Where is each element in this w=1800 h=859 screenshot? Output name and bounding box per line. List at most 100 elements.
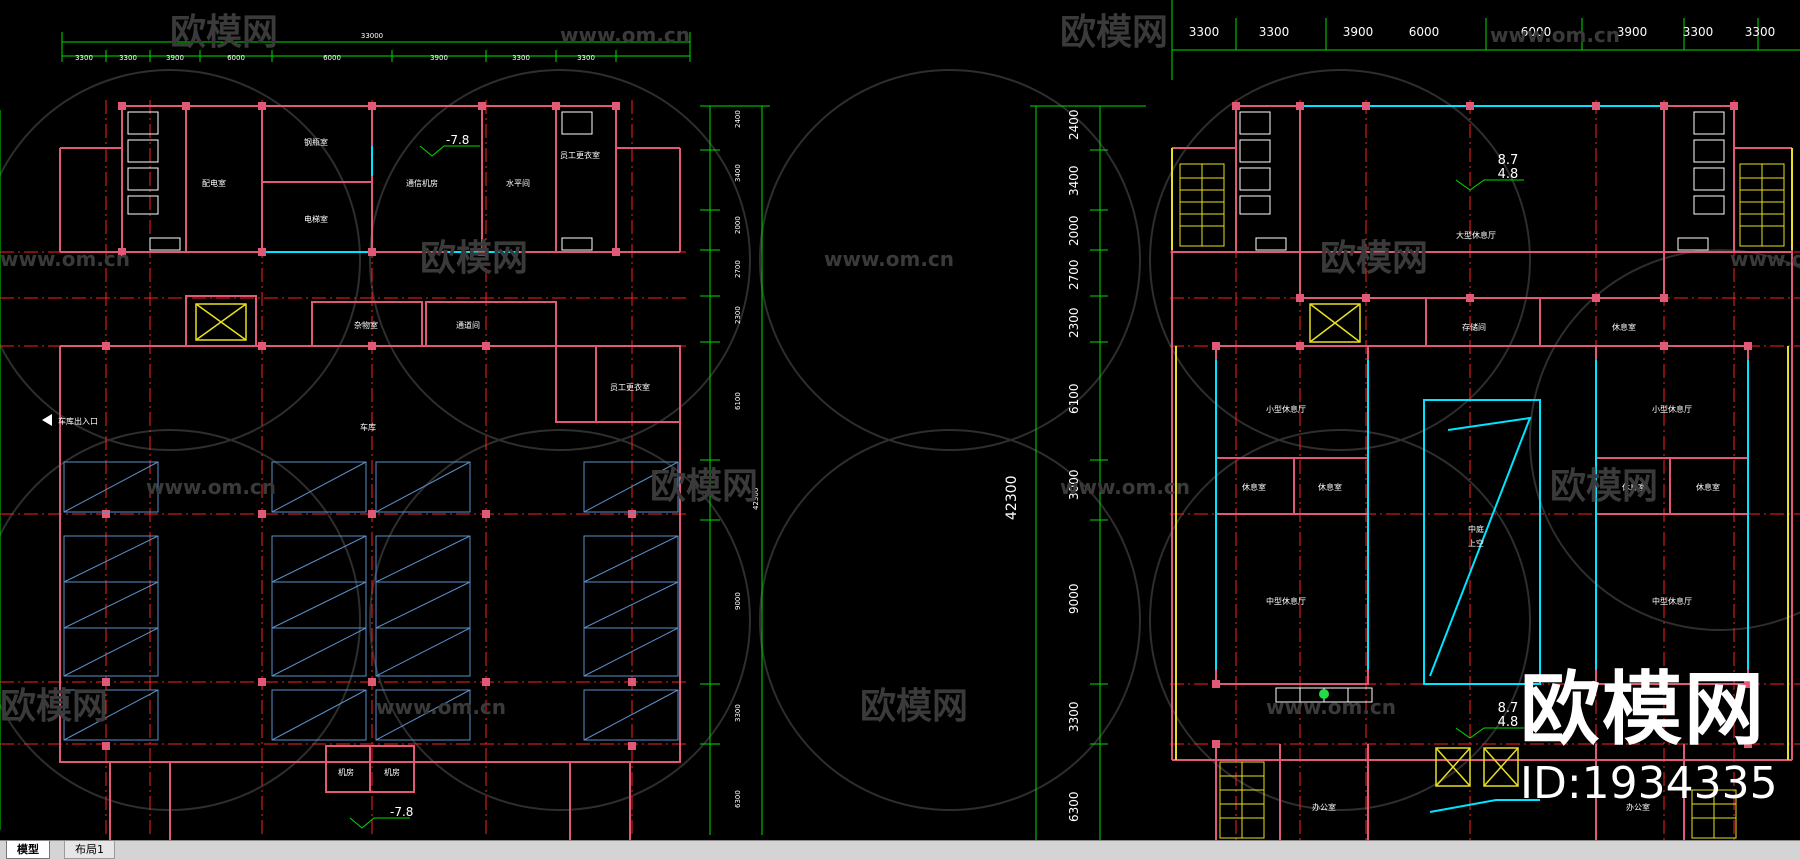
watermark-site-text: www.om.cn	[1060, 475, 1190, 499]
left-level-marks	[349, 145, 480, 829]
right-stairs	[1179, 163, 1785, 839]
elevation-label: -7.8	[390, 805, 413, 819]
room-label: 办公室	[1312, 802, 1336, 812]
left-walls	[59, 105, 681, 840]
left-vdim: 2000	[734, 216, 742, 234]
left-elevations: -7.8 -7.8	[390, 133, 469, 819]
room-label: 钢瓶室	[304, 137, 328, 147]
cad-model-space[interactable]: 33000 3300 3300 3900 6000 6000 3900 3300…	[0, 0, 1800, 840]
watermark-brand-text: 欧模网	[1060, 12, 1168, 53]
brand-watermark: 欧模网	[1520, 663, 1766, 756]
room-label: 中型休息厅	[1652, 596, 1692, 606]
right-vdim: 9000	[1067, 583, 1081, 614]
left-vdim: 6300	[734, 790, 742, 808]
watermark-brand-text: 欧模网	[420, 238, 528, 279]
room-label: 电梯室	[304, 214, 328, 224]
room-label: 通道间	[456, 320, 480, 330]
watermark-site-text: www.om.cn	[1490, 23, 1620, 47]
left-elevator	[195, 303, 247, 341]
room-label: 休息室	[1612, 322, 1636, 332]
room-label: 休息室	[1696, 482, 1720, 492]
watermark-site-text: www.om.cn	[0, 247, 130, 271]
left-vdim: 3400	[734, 164, 742, 182]
right-yellow-edges	[1171, 148, 1793, 760]
left-vdim: 3300	[734, 704, 742, 722]
room-label: 休息室	[1622, 482, 1646, 492]
car-entrance[interactable]: 车库出入口	[42, 414, 98, 426]
tab-layout-1[interactable]: 布局1	[64, 841, 115, 859]
right-vdim: 2400	[1067, 109, 1081, 140]
right-top-dims: 3300 3300 3900 6000 6000 3900 3300 3300	[1189, 25, 1776, 39]
left-parking-stalls	[63, 461, 679, 741]
left-dim: 3300	[75, 54, 93, 62]
room-label: 机房	[338, 767, 354, 777]
left-dim: 6000	[227, 54, 245, 62]
right-vdim: 6100	[1067, 383, 1081, 414]
watermark-brand-text: 欧模网	[0, 686, 108, 727]
layout-tab-bar: 模型 布局1	[0, 840, 1800, 859]
watermark-site-text: www.om.cn	[1730, 247, 1800, 271]
tab-model[interactable]: 模型	[6, 841, 50, 859]
left-columns	[102, 102, 636, 750]
room-label: 小型休息厅	[1652, 404, 1692, 414]
left-right-dims: 2400 3400 2000 2700 2300 6100 42300 9000…	[734, 110, 760, 808]
left-top-dims: 33000 3300 3300 3900 6000 6000 3900 3300…	[75, 32, 595, 62]
right-dim: 6000	[1521, 25, 1552, 39]
right-dim: 3300	[1745, 25, 1776, 39]
left-dim: 3300	[119, 54, 137, 62]
watermark-circles	[0, 69, 1800, 811]
right-dim: 3300	[1683, 25, 1714, 39]
right-dim: 3300	[1259, 25, 1290, 39]
room-label: 大型休息厅	[1456, 230, 1496, 240]
left-dim-total: 33000	[361, 32, 383, 40]
left-dim: 3900	[430, 54, 448, 62]
room-label: 小型休息厅	[1266, 404, 1306, 414]
room-label: 车库	[360, 422, 376, 432]
watermark-site-text: www.om.cn	[560, 23, 690, 47]
right-vdim: 3000	[1067, 469, 1081, 500]
watermark-brand-text: 欧模网	[860, 686, 968, 727]
right-vdim: 6300	[1067, 791, 1081, 822]
right-dim: 6000	[1409, 25, 1440, 39]
room-label: 员工更衣室	[610, 382, 650, 392]
elevation-label: -7.8	[446, 133, 469, 147]
left-dim: 6000	[323, 54, 341, 62]
left-room-labels: 配电室 钢瓶室 电梯室 通信机房 水平间 员工更衣室 杂物室 通道间 员工更衣室…	[202, 137, 650, 777]
left-dim: 3900	[166, 54, 184, 62]
left-dim: 3300	[512, 54, 530, 62]
right-columns	[1212, 102, 1752, 748]
right-vdim: 2300	[1067, 307, 1081, 338]
room-label: 存储间	[1462, 322, 1486, 332]
watermark-site-text: www.om.cn	[1266, 695, 1396, 719]
watermark-brand-text: 欧模网	[1550, 466, 1658, 507]
left-floor-plan[interactable]: 33000 3300 3300 3900 6000 6000 3900 3300…	[0, 32, 770, 840]
site-watermarks: 欧模网 www.om.cn 欧模网 www.om.cn www.om.cn 欧模…	[0, 12, 1800, 727]
right-toilets	[1239, 111, 1725, 251]
watermark-brand-text: 欧模网	[650, 466, 758, 507]
model-id-watermark: ID:1934335	[1520, 758, 1778, 809]
entrance-label: 车库出入口	[58, 416, 98, 426]
watermark-brand-text: 欧模网	[1320, 238, 1428, 279]
elevation-label: 4.8	[1498, 167, 1519, 182]
left-toilets	[127, 111, 593, 251]
right-room-labels: 大型休息厅 存储间 休息室 小型休息厅 小型休息厅 休息室 休息室 休息室 休息…	[1242, 230, 1720, 812]
elevation-label: 8.7	[1498, 701, 1519, 716]
right-left-dims: 2400 3400 2000 2700 2300 6100 3000 42300…	[1004, 109, 1081, 822]
left-vdim: 2400	[734, 110, 742, 128]
left-vdim-total: 42300	[752, 488, 760, 510]
elevation-label: 8.7	[1498, 153, 1519, 168]
right-vdim-total: 42300	[1004, 475, 1020, 520]
elevation-label: 4.8	[1498, 715, 1519, 730]
right-level-marks	[1455, 179, 1524, 739]
room-label: 员工更衣室	[560, 150, 600, 160]
viewport-marker-icon	[1319, 689, 1329, 699]
right-elevations: 8.7 4.8 8.7 4.8	[1498, 153, 1519, 730]
room-label: 中庭	[1468, 524, 1484, 534]
left-dim: 3300	[577, 54, 595, 62]
room-label: 办公室	[1626, 802, 1650, 812]
room-label: 中型休息厅	[1266, 596, 1306, 606]
right-dim: 3900	[1343, 25, 1374, 39]
room-label: 休息室	[1318, 482, 1342, 492]
right-floor-plan[interactable]: 3300 3300 3900 6000 6000 3900 3300 3300 …	[1004, 0, 1800, 840]
right-vdim: 3300	[1067, 701, 1081, 732]
